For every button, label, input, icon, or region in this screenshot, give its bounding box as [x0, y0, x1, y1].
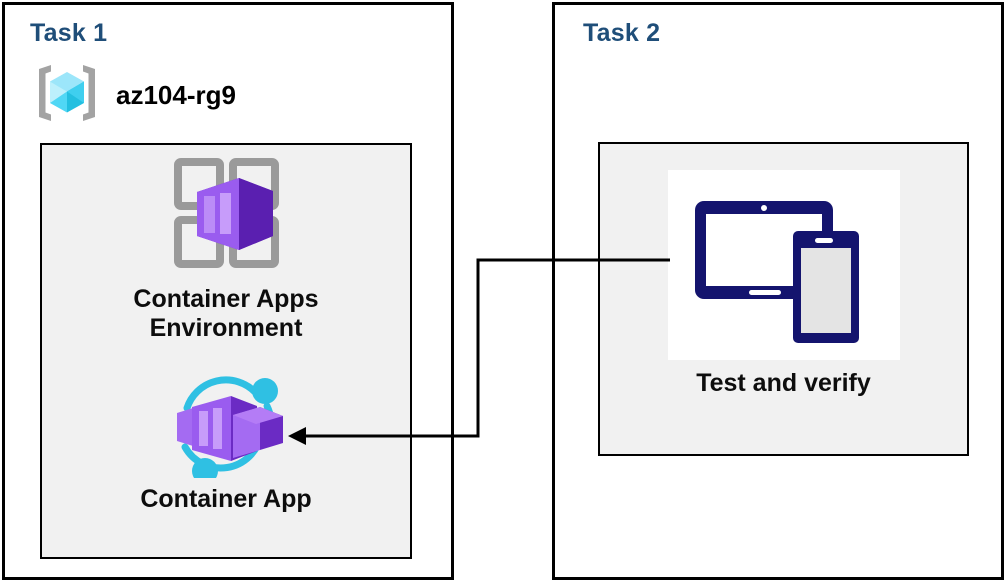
test-and-verify-label: Test and verify	[696, 369, 871, 397]
container-app-icon	[159, 373, 294, 484]
devices-test-icon	[689, 183, 879, 348]
devices-icon-plate	[667, 170, 900, 360]
container-apps-environment-figure: Container Apps Environment	[40, 152, 412, 343]
container-app-figure: Container App	[40, 373, 412, 514]
task-1-title: Task 1	[30, 19, 108, 47]
container-app-label: Container App	[140, 485, 312, 513]
resource-group-row: az104-rg9	[34, 62, 334, 128]
task-2-title: Task 2	[583, 19, 661, 47]
container-apps-environment-label: Container Apps Environment	[133, 285, 319, 342]
resource-group-icon	[34, 60, 100, 131]
test-and-verify-figure: Test and verify	[598, 170, 969, 398]
resource-group-label: az104-rg9	[116, 79, 236, 110]
container-apps-environment-icon	[163, 152, 289, 281]
